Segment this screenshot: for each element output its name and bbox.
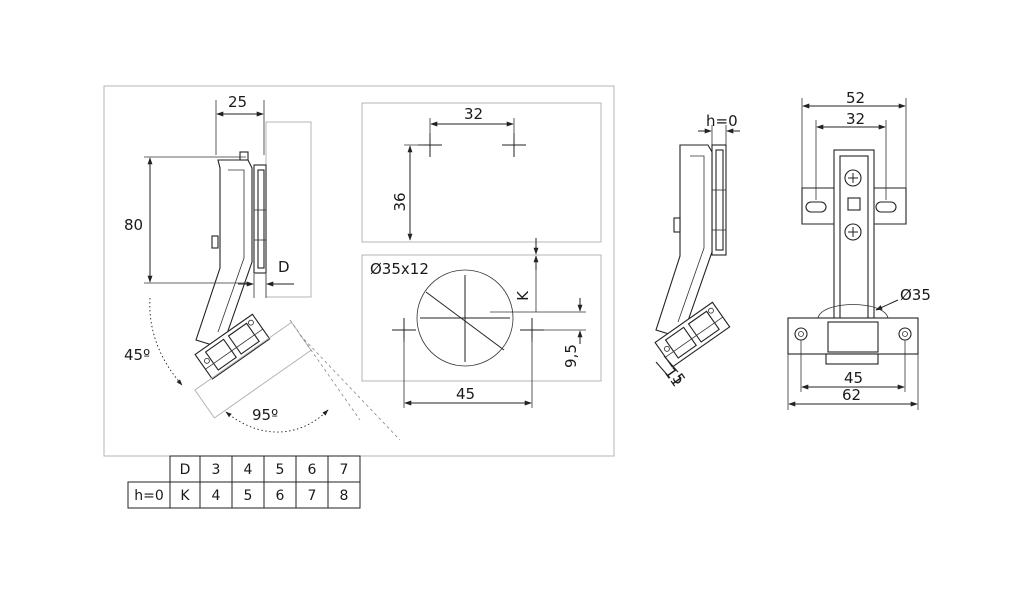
table-d-value: 3	[212, 462, 221, 478]
small-side-view: h=0 11 5	[654, 112, 740, 390]
top-dim-bottom-inner: 45	[844, 369, 863, 387]
table-k-value: 8	[340, 488, 349, 504]
side-angle-left: 45º	[124, 346, 150, 364]
table-k-value: 6	[276, 488, 285, 504]
cup-label: Ø35x12	[370, 260, 429, 278]
table-header-k: K	[180, 488, 190, 504]
top-dim-outer: 52	[846, 89, 865, 107]
cup-dim-k: K	[514, 290, 532, 301]
side-dim-offset: D	[278, 258, 290, 276]
hinge-side-view: 25 80 D 45º 95º	[124, 93, 401, 441]
drilling-cup-view: Ø35x12 K 9,5 45	[361, 238, 602, 408]
dk-table: h=0 D K 3 4 5 6 7 4 5 6 7 8	[127, 455, 361, 509]
cup-dim-spacing: 45	[456, 385, 475, 403]
table-d-value: 5	[276, 462, 285, 478]
table-header-d: D	[180, 462, 191, 478]
side-dim-height: 80	[124, 216, 143, 234]
table-d-value: 4	[244, 462, 253, 478]
side-angle-open: 95º	[252, 406, 278, 424]
hinge-top-view: 52 32 Ø35 45 62	[787, 89, 931, 410]
table-d-value: 6	[308, 462, 317, 478]
plate-dim-hole-height: 36	[391, 192, 409, 211]
table-k-value: 7	[308, 488, 317, 504]
table-k-value: 4	[212, 488, 221, 504]
top-dim-bottom-outer: 62	[842, 386, 861, 404]
table-d-value: 7	[340, 462, 349, 478]
small-overlay-label: h=0	[706, 112, 738, 130]
side-dim-width: 25	[228, 93, 247, 111]
cup-dim-edge: 9,5	[562, 344, 580, 368]
table-k-value: 5	[244, 488, 253, 504]
top-cup-diameter: Ø35	[900, 286, 931, 304]
drilling-plate-view: 32 36	[361, 102, 602, 243]
plate-dim-hole-spacing: 32	[464, 105, 483, 123]
table-row-label: h=0	[134, 488, 164, 504]
top-dim-inner: 32	[846, 110, 865, 128]
main-drawing-frame	[103, 85, 615, 457]
